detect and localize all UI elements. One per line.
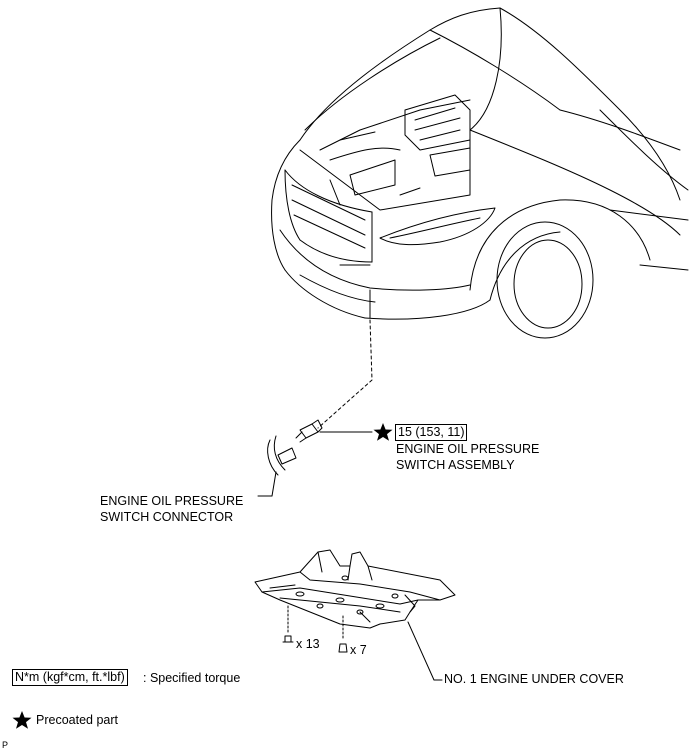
oil-switch-connector-label-2: SWITCH CONNECTOR: [100, 510, 234, 524]
leader-dashed-car: [317, 319, 373, 429]
oil-switch-assembly-label-2: SWITCH ASSEMBLY: [396, 458, 515, 472]
car-illustration: [271, 7, 689, 339]
oil-switch-assembly-label-1: ENGINE OIL PRESSURE: [396, 442, 540, 456]
figure-code: P: [2, 740, 9, 750]
torque-unit-legend-box: N*m (kgf*cm, ft.*lbf): [12, 669, 128, 686]
clip-icon: [338, 615, 348, 653]
bolt-icon: [282, 605, 294, 643]
oil-pressure-connector-icon: [267, 435, 297, 476]
torque-desc-legend: : Specified torque: [143, 671, 241, 685]
oil-switch-connector-label-1: ENGINE OIL PRESSURE: [100, 494, 244, 508]
torque-value-box: 15 (153, 11): [395, 424, 468, 441]
oil-pressure-switch-icon: [295, 419, 323, 443]
under-cover-illustration: [254, 549, 456, 629]
clip-count: x 7: [350, 643, 367, 657]
under-cover-label: NO. 1 ENGINE UNDER COVER: [444, 672, 624, 686]
star-icon-torque: [373, 423, 393, 441]
precoated-legend: Precoated part: [36, 713, 118, 727]
leader-under-cover: [407, 621, 443, 681]
star-icon-legend: [12, 711, 32, 729]
leader-connector: [257, 471, 277, 497]
bolt-count: x 13: [296, 637, 320, 651]
